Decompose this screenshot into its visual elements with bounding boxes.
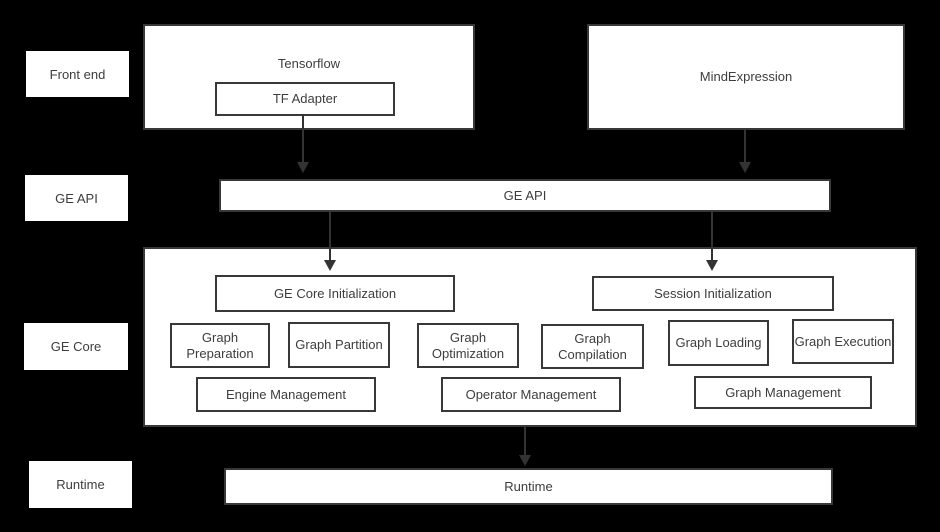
graph-optimization-label: Graph Optimization [431, 330, 505, 361]
graph-optimization-box: Graph Optimization [417, 323, 519, 368]
ge-core-initialization-box: GE Core Initialization [215, 275, 455, 312]
engine-management-box: Engine Management [196, 377, 376, 412]
runtime-bar-label: Runtime [504, 478, 553, 494]
session-initialization-label: Session Initialization [654, 285, 772, 301]
arrow-ge-api-to-ge-core-initialization [324, 212, 336, 271]
arrow-ge-core-to-runtime [519, 427, 531, 466]
graph-preparation-label: Graph Preparation [186, 330, 254, 361]
graph-management-box: Graph Management [694, 376, 872, 409]
tf-adapter-box: TF Adapter [215, 82, 395, 116]
graph-compilation-label: Graph Compilation [558, 331, 627, 362]
graph-loading-box: Graph Loading [668, 320, 769, 366]
graph-loading-label: Graph Loading [675, 335, 762, 351]
row-label-ge-core: GE Core [24, 323, 128, 370]
ge-core-container: GE Core Initialization Session Initializ… [143, 247, 917, 427]
graph-execution-label: Graph Execution [794, 333, 892, 349]
ge-core-initialization-label: GE Core Initialization [273, 285, 397, 301]
arrow-ge-api-to-session-initialization [706, 212, 718, 271]
ge-api-bar-label: GE API [503, 187, 547, 203]
mindexpression-label: MindExpression [699, 69, 793, 85]
arrow-mindexpression-to-ge-api [739, 130, 751, 173]
ge-api-bar: GE API [219, 179, 831, 212]
tensorflow-label: Tensorflow [277, 56, 341, 71]
operator-management-box: Operator Management [441, 377, 621, 412]
tf-adapter-label: TF Adapter [272, 91, 338, 107]
graph-management-label: Graph Management [725, 384, 841, 400]
graph-partition-box: Graph Partition [288, 322, 390, 368]
graph-preparation-box: Graph Preparation [170, 323, 270, 368]
session-initialization-box: Session Initialization [592, 276, 834, 311]
arrow-tf-adapter-to-ge-api [297, 114, 309, 173]
graph-partition-label: Graph Partition [295, 337, 383, 353]
row-label-ge-api: GE API [25, 175, 128, 221]
runtime-bar: Runtime [224, 468, 833, 505]
row-label-runtime: Runtime [29, 461, 132, 508]
graph-execution-box: Graph Execution [792, 319, 894, 364]
engine-management-label: Engine Management [226, 386, 346, 402]
row-label-front-end: Front end [26, 51, 129, 97]
operator-management-label: Operator Management [465, 386, 597, 402]
graph-compilation-box: Graph Compilation [541, 324, 644, 369]
mindexpression-box: MindExpression [587, 24, 905, 130]
tensorflow-box: Tensorflow TF Adapter [143, 24, 475, 130]
